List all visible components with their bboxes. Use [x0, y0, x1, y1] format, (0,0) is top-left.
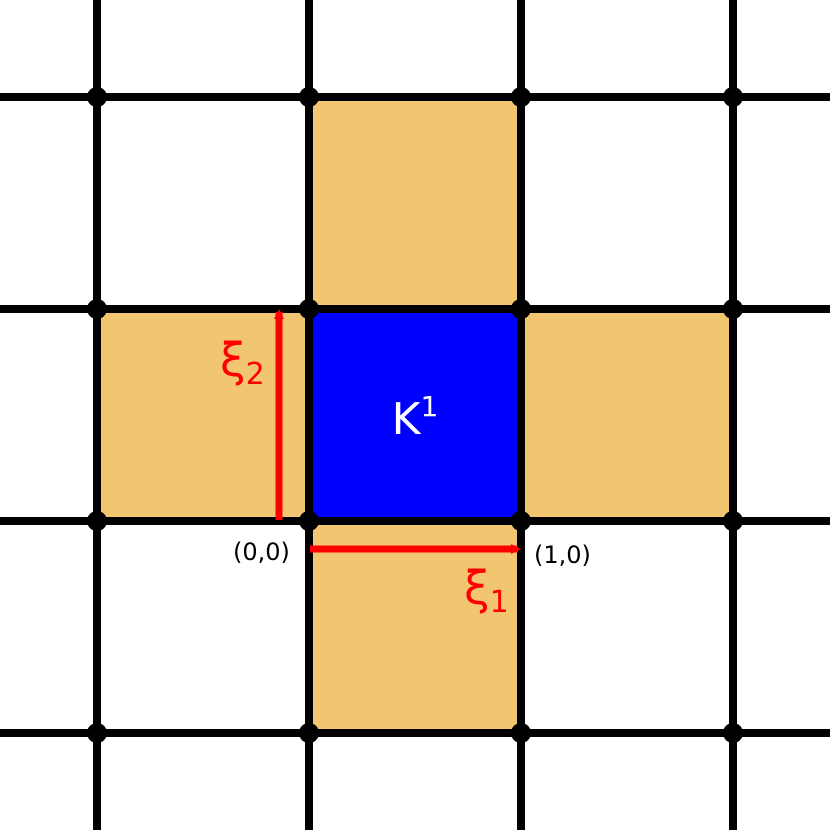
grid-node: [511, 511, 531, 531]
grid-node: [723, 723, 743, 743]
grid-node-icon: [87, 87, 743, 743]
xi1-label: ξ1: [464, 561, 509, 620]
xi2-label: ξ2: [220, 333, 265, 392]
grid-node: [511, 299, 531, 319]
grid-node: [87, 723, 107, 743]
grid-node: [299, 87, 319, 107]
neighbor-cell-bottom: [309, 521, 521, 733]
origin-coordinate-label: (0,0): [233, 538, 290, 566]
grid-node: [723, 299, 743, 319]
grid-node: [723, 87, 743, 107]
grid-node: [299, 299, 319, 319]
neighbor-cell-top: [309, 97, 521, 309]
grid-node: [299, 723, 319, 743]
grid-node: [87, 87, 107, 107]
grid-node: [299, 511, 319, 531]
grid-node: [87, 299, 107, 319]
grid-node: [723, 511, 743, 531]
neighbor-cell-right: [521, 309, 733, 521]
center-cell-label: K1: [392, 390, 439, 445]
grid-node: [511, 723, 531, 743]
grid-node: [87, 511, 107, 531]
neighbor-cell-left: [97, 309, 309, 521]
grid-node: [511, 87, 531, 107]
center-cell: [309, 309, 521, 521]
unit-x-coordinate-label: (1,0): [534, 541, 591, 569]
